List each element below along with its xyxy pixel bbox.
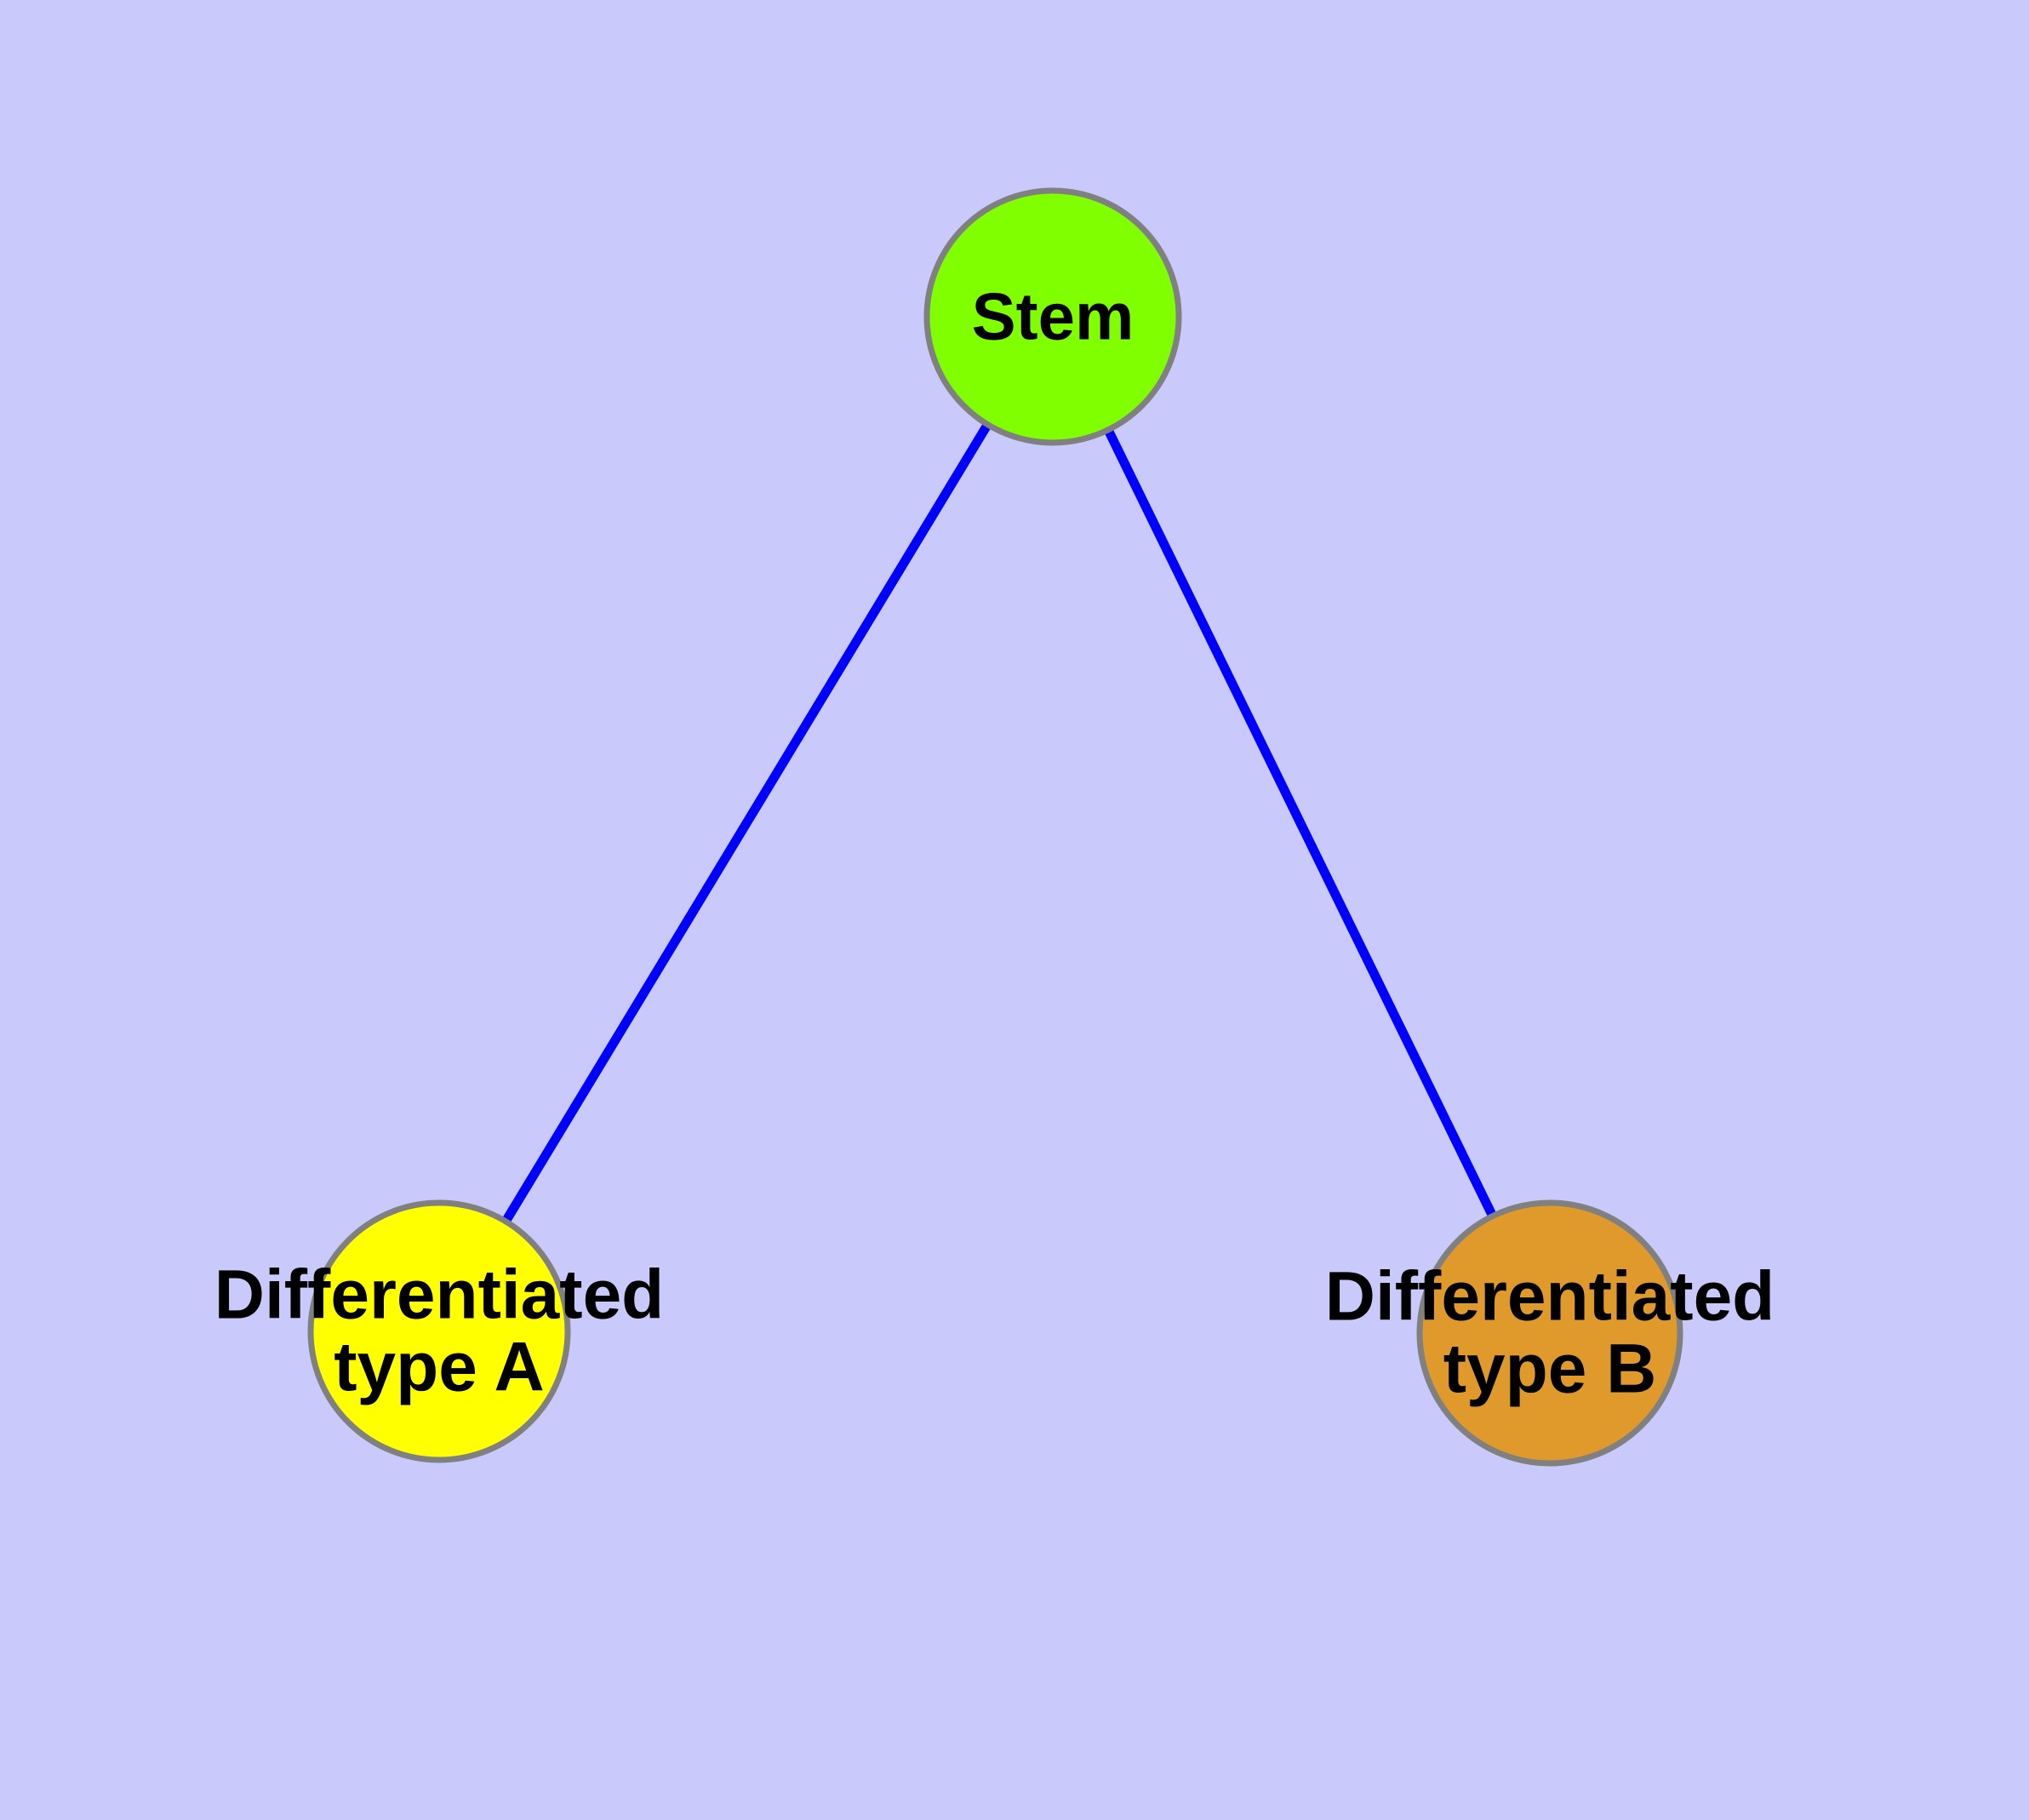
graph-node-stem[interactable] bbox=[923, 187, 1182, 446]
graph-node-diff_a[interactable] bbox=[307, 1199, 571, 1463]
graph-edge-stem-to-b bbox=[1104, 429, 1496, 1217]
graph-edge-stem-to-a bbox=[502, 423, 992, 1222]
graph-node-diff_b[interactable] bbox=[1416, 1199, 1683, 1467]
edge-layer bbox=[502, 423, 1496, 1222]
node-layer bbox=[307, 187, 1683, 1467]
